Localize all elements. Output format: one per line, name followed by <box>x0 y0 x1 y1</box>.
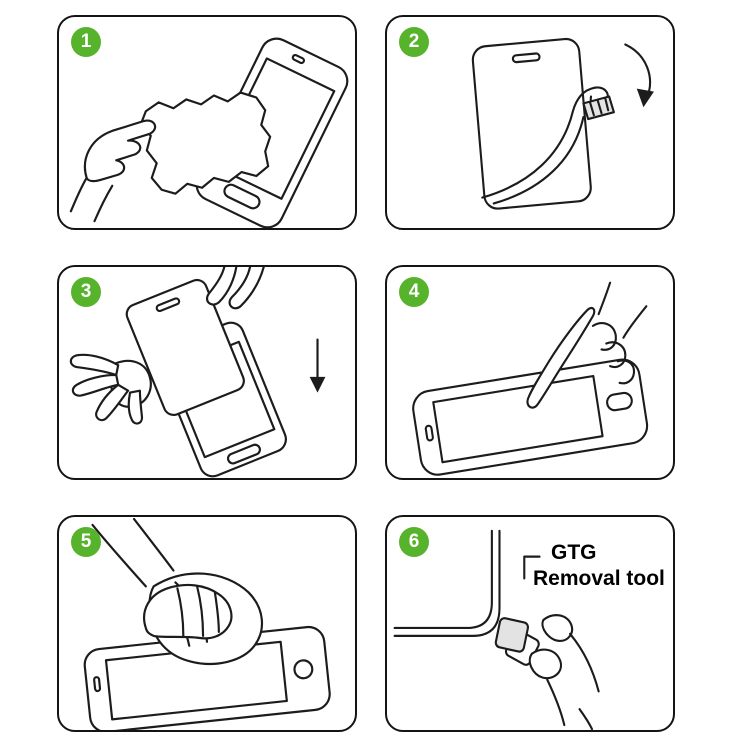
step-number-badge: 5 <box>71 527 101 557</box>
step-6-illustration-removal-tool <box>393 529 600 730</box>
step-number-badge: 6 <box>399 527 429 557</box>
wrist-line <box>93 184 114 223</box>
pinching-fingers-icon <box>528 614 600 730</box>
step-4-illustration-press-screen <box>412 281 649 476</box>
step-number-badge: 2 <box>399 27 429 57</box>
removal-tool-label-line1: GTG <box>551 541 597 564</box>
phone-icon <box>412 358 649 476</box>
curved-arrow-icon <box>624 43 654 108</box>
step-2-panel: 2 <box>385 15 675 230</box>
step-2-illustration-peel-film <box>471 37 654 210</box>
label-pointer-line <box>523 555 541 580</box>
step-5-illustration-smooth-cloth <box>83 517 331 730</box>
cleaning-cloth-icon <box>139 91 272 195</box>
left-hand-icon <box>69 353 152 425</box>
step-6-panel: 6 GTG Removal tool <box>385 515 675 732</box>
hand-icon <box>83 119 157 183</box>
hand-icon <box>91 517 233 640</box>
wrist-line <box>69 176 88 213</box>
down-arrow-icon <box>309 338 326 393</box>
step-1-illustration-wipe-screen <box>69 37 349 228</box>
screen-protector-icon <box>471 37 592 210</box>
step-3-panel: 3 <box>57 265 357 480</box>
step-5-panel: 5 <box>57 515 357 732</box>
step-1-panel: 1 <box>57 15 357 230</box>
step-3-illustration-align-protector <box>69 267 326 478</box>
step-number-badge: 3 <box>71 277 101 307</box>
step-number-badge: 1 <box>71 27 101 57</box>
step-number-badge: 4 <box>399 277 429 307</box>
removal-tool-label-line2: Removal tool <box>533 567 665 590</box>
screen-protector-icon <box>125 278 245 416</box>
peeling-film-icon <box>481 86 615 205</box>
glass-corner-icon <box>393 529 501 637</box>
right-hand-fingers-icon <box>205 267 265 310</box>
pressing-hand-icon <box>526 281 648 409</box>
step-4-panel: 4 <box>385 265 675 480</box>
